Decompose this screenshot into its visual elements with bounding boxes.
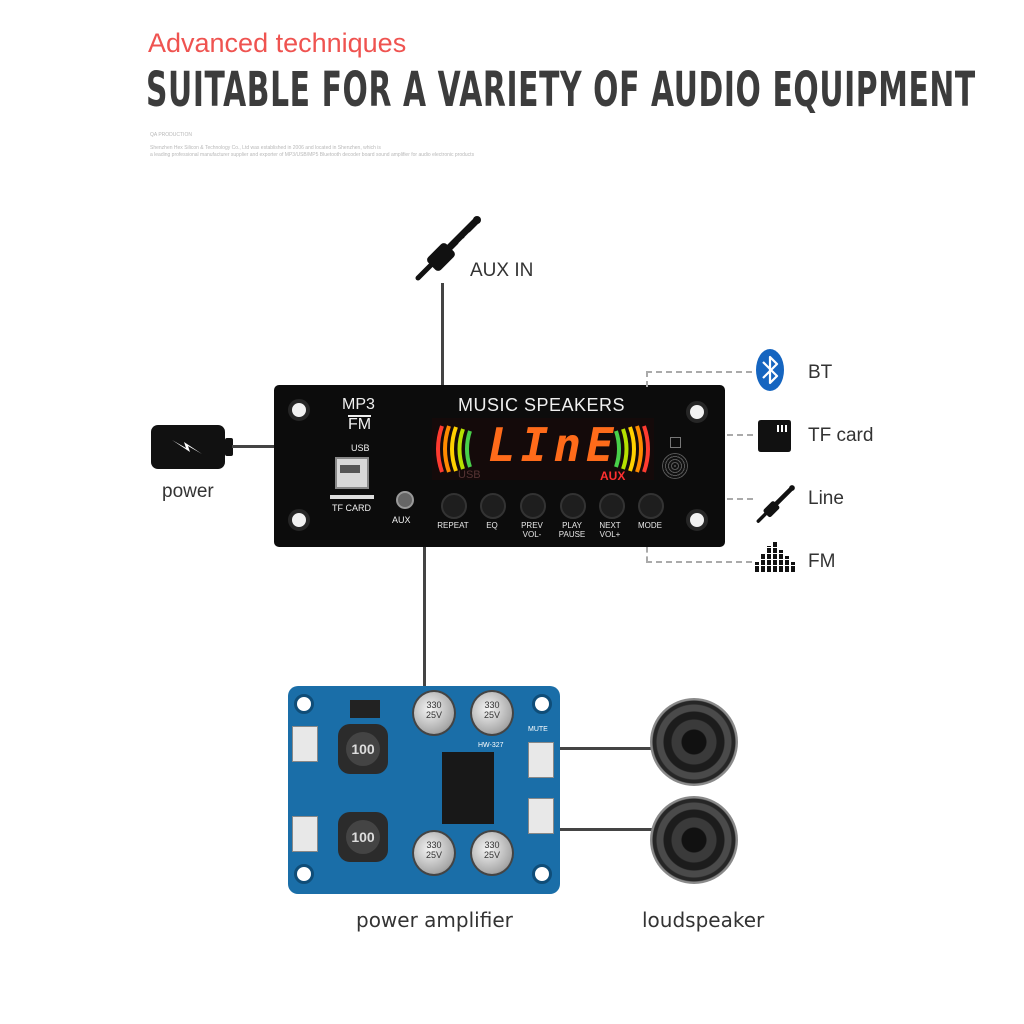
display-usb-indicator: USB xyxy=(458,469,481,481)
regulator xyxy=(350,700,380,718)
capacitor: 330 25V xyxy=(412,830,456,876)
amp-mount-hole xyxy=(532,864,552,884)
fine-print-2: Shenzhen Hex Silicon & Technology Co., L… xyxy=(150,145,381,151)
input-terminal xyxy=(292,816,318,852)
speaker-connector-line xyxy=(560,747,652,750)
tf-card-slot xyxy=(330,495,374,499)
subtitle: Advanced techniques xyxy=(148,28,407,58)
bluetooth-icon xyxy=(755,348,785,397)
qr-mark xyxy=(670,437,681,448)
amp-connector-line xyxy=(423,547,426,687)
battery-icon xyxy=(150,424,234,475)
power-amplifier-board: 330 25V 330 25V 330 25V 330 25V 100 100 … xyxy=(288,686,560,894)
amplifier-chip xyxy=(442,752,494,824)
prev-vol-down-button[interactable] xyxy=(520,493,546,519)
headline: SUITABLE FOR A VARIETY OF AUDIO EQUIPMEN… xyxy=(146,62,976,118)
tf-connector xyxy=(727,434,753,436)
loudspeaker-label: loudspeaker xyxy=(642,908,765,932)
tf-card-source-label: TF card xyxy=(808,425,874,446)
mount-hole xyxy=(288,509,310,531)
amp-mount-hole xyxy=(294,864,314,884)
display-mode-text: LInE xyxy=(488,418,619,472)
display-aux-indicator: AUX xyxy=(600,469,626,483)
line-label: Line xyxy=(808,488,844,509)
play-pause-button-label: PLAY PAUSE xyxy=(558,521,586,539)
bt-connector xyxy=(646,371,648,387)
inductor: 100 xyxy=(338,724,388,774)
usb-port-label: USB xyxy=(351,443,370,453)
fine-print-3: a leading professional manufacturer supp… xyxy=(150,152,475,158)
aux-in-label: AUX IN xyxy=(470,260,534,281)
loudspeaker-icon xyxy=(650,796,738,884)
tf-card-icon xyxy=(756,419,792,458)
play-pause-button[interactable] xyxy=(560,493,586,519)
amp-mount-hole xyxy=(532,694,552,714)
inductor-core: 100 xyxy=(346,732,380,766)
loudspeaker-icon xyxy=(650,698,738,786)
eq-button[interactable] xyxy=(480,493,506,519)
usb-port-inner xyxy=(340,465,360,473)
aux-jack-label: AUX xyxy=(392,515,411,525)
amp-mount-hole xyxy=(294,694,314,714)
spectrum-arcs-icon xyxy=(436,425,650,473)
power-terminal xyxy=(292,726,318,762)
mp3-label: MP3 xyxy=(342,396,375,413)
next-vol-up-button[interactable] xyxy=(599,493,625,519)
speaker-connector-line xyxy=(560,828,652,831)
mount-hole xyxy=(288,399,310,421)
capacitor: 330 25V xyxy=(412,690,456,736)
power-connector-line xyxy=(232,445,275,448)
aux-connector-line xyxy=(441,283,444,386)
led-display xyxy=(432,418,654,480)
line-connector xyxy=(727,498,753,500)
capacitor: 330 25V xyxy=(470,690,514,736)
speaker-terminal xyxy=(528,798,554,834)
mp3-decoder-board: MP3 FM USB TF CARD AUX MUSIC SPEAKERS LI… xyxy=(274,385,725,547)
usb-port xyxy=(335,457,369,489)
ir-receiver xyxy=(662,453,688,479)
inductor: 100 xyxy=(338,812,388,862)
fine-print-1: QA PRODUCTION xyxy=(150,132,192,138)
capacitor: 330 25V xyxy=(470,830,514,876)
mode-button[interactable] xyxy=(638,493,664,519)
repeat-button[interactable] xyxy=(441,493,467,519)
fm-board-label: FM xyxy=(348,415,372,433)
fm-label: FM xyxy=(808,551,836,572)
speaker-terminal xyxy=(528,742,554,778)
inductor-core: 100 xyxy=(346,820,380,854)
bt-label: BT xyxy=(808,362,833,383)
mount-hole xyxy=(686,401,708,423)
power-label: power xyxy=(162,481,214,502)
fm-connector xyxy=(646,561,752,563)
fm-equalizer-icon xyxy=(754,540,798,579)
tf-card-label: TF CARD xyxy=(332,503,371,513)
mode-button-label: MODE xyxy=(638,521,662,530)
aux-jack xyxy=(396,491,414,509)
repeat-button-label: REPEAT xyxy=(437,521,469,530)
prev-button-label: PREV VOL- xyxy=(521,521,543,539)
bt-connector xyxy=(646,371,752,373)
fm-connector xyxy=(646,547,648,562)
line-in-jack-icon xyxy=(756,484,796,529)
amp-model-label: HW-327 xyxy=(478,742,504,749)
mount-hole xyxy=(686,509,708,531)
mute-label: MUTE xyxy=(528,726,548,733)
eq-button-label: EQ xyxy=(486,521,498,530)
next-button-label: NEXT VOL+ xyxy=(599,521,621,539)
power-amplifier-label: power amplifier xyxy=(356,908,513,932)
aux-jack-icon xyxy=(414,214,484,287)
board-title: MUSIC SPEAKERS xyxy=(458,395,626,415)
